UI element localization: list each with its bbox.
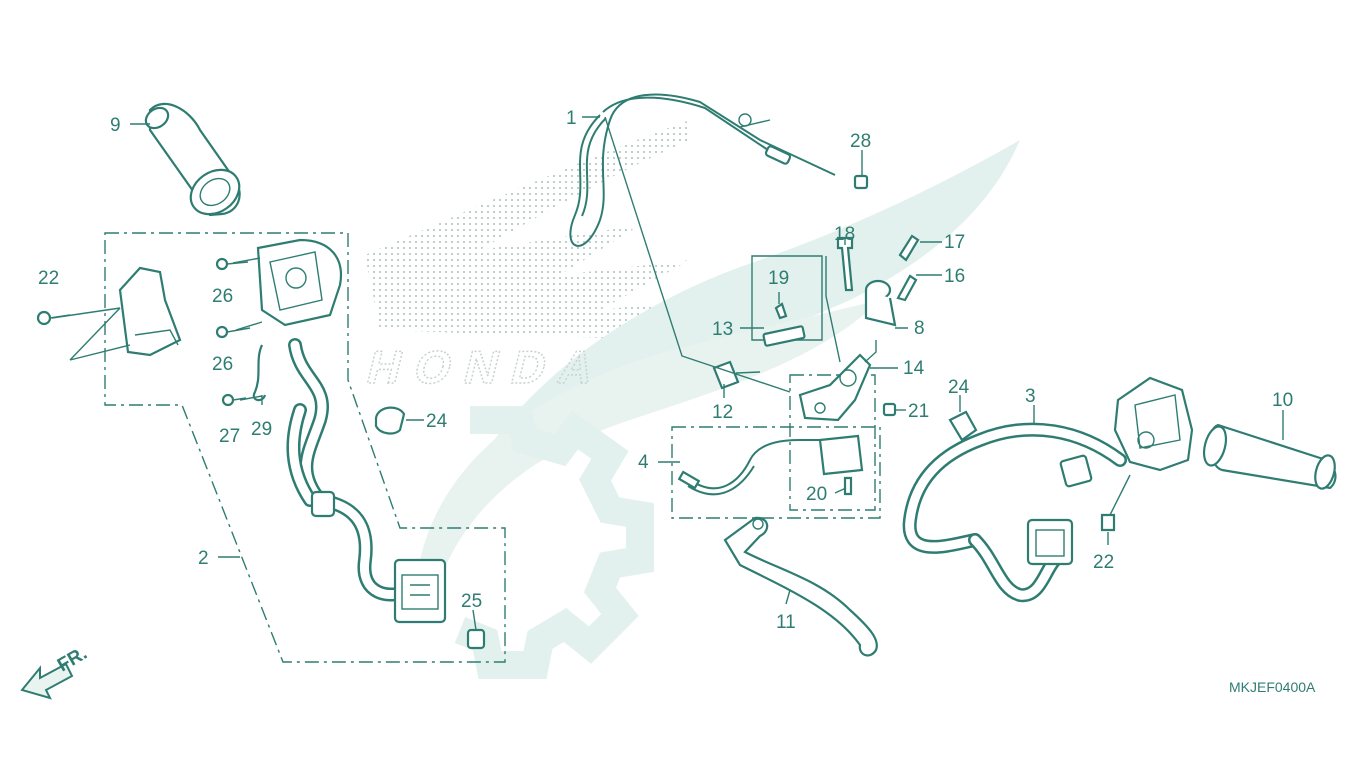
callout-12: 12: [712, 402, 733, 423]
group-outline-part-2: [104, 232, 506, 663]
left-grip-part-9[interactable]: [142, 102, 248, 224]
callout-28: 28: [850, 131, 871, 152]
band-24-right[interactable]: [948, 410, 978, 442]
screw-19[interactable]: [774, 302, 788, 320]
right-switch-housing[interactable]: [1113, 376, 1194, 472]
gear-watermark: [454, 406, 654, 679]
group-outline-part-13: [751, 255, 823, 341]
callout-8: 8: [914, 318, 925, 339]
clutch-switch-part-4[interactable]: [677, 434, 864, 496]
plate-13[interactable]: [762, 325, 806, 347]
left-switch-connector[interactable]: [393, 558, 447, 624]
leader-lines: [51, 116, 1284, 631]
nut-28[interactable]: [853, 174, 869, 190]
wing-green-lower: [420, 300, 880, 580]
callout-27: 27: [219, 426, 240, 447]
bolt-16[interactable]: [896, 274, 918, 302]
callout-26-upper: 26: [212, 286, 233, 307]
callout-14: 14: [903, 358, 925, 379]
callout-10: 10: [1272, 390, 1293, 411]
callout-24-left: 24: [426, 411, 448, 432]
screw-20[interactable]: [843, 476, 853, 496]
callout-26-lower: 26: [212, 354, 233, 375]
callout-3: 3: [1025, 386, 1036, 407]
callout-20: 20: [806, 484, 827, 505]
callout-11: 11: [776, 612, 796, 633]
left-switch-cover[interactable]: [118, 266, 182, 357]
callout-25: 25: [461, 591, 482, 612]
left-switch-housing[interactable]: [256, 238, 343, 327]
collar-8[interactable]: [864, 279, 897, 327]
lever-bracket[interactable]: [798, 353, 872, 422]
callout-13: 13: [712, 319, 733, 340]
callout-9: 9: [110, 115, 121, 136]
screw-25[interactable]: [466, 628, 486, 650]
left-switch-harness: [286, 338, 417, 602]
callout-2: 2: [198, 548, 209, 569]
right-grip-part-10[interactable]: [1200, 423, 1338, 491]
bolt-17[interactable]: [898, 234, 920, 262]
callout-22-right: 22: [1093, 552, 1114, 573]
callout-19: 19: [768, 268, 789, 289]
clamp-29[interactable]: [252, 344, 267, 402]
clutch-lever-part-11[interactable]: [723, 516, 878, 657]
screw-26-upper[interactable]: [215, 257, 249, 271]
nut-21[interactable]: [882, 402, 897, 417]
honda-wing-watermark: HONDA: [361, 120, 1020, 679]
diagram-code: MKJEF0400A: [1229, 679, 1316, 695]
callout-21: 21: [908, 401, 929, 422]
front-direction-arrow: FR.: [20, 643, 91, 700]
screw-22-right[interactable]: [1100, 513, 1116, 532]
wing-dotted-shape: [365, 120, 690, 340]
callout-1: 1: [566, 108, 577, 129]
callout-22-left: 22: [38, 268, 59, 289]
screw-26-lower[interactable]: [215, 325, 251, 339]
callout-29: 29: [251, 419, 272, 440]
group-outline-part-4: [671, 426, 881, 519]
bolt-18[interactable]: [836, 236, 854, 292]
clutch-cable-part-1[interactable]: [569, 93, 836, 247]
callout-24-right: 24: [948, 377, 970, 398]
band-24-left[interactable]: [374, 406, 406, 435]
callout-17: 17: [944, 232, 965, 253]
callout-16: 16: [944, 266, 965, 287]
right-switch-harness-part-3[interactable]: [902, 422, 1127, 603]
screw-27[interactable]: [221, 393, 247, 407]
callout-18: 18: [834, 224, 855, 245]
honda-watermark-text: HONDA: [362, 342, 613, 393]
wing-green-shape: [470, 140, 1020, 500]
callout-labels: 1 2 3 4 8 9 10 11 12 13 14 16 17 18 19 2…: [38, 108, 1293, 633]
callout-4: 4: [638, 452, 649, 473]
